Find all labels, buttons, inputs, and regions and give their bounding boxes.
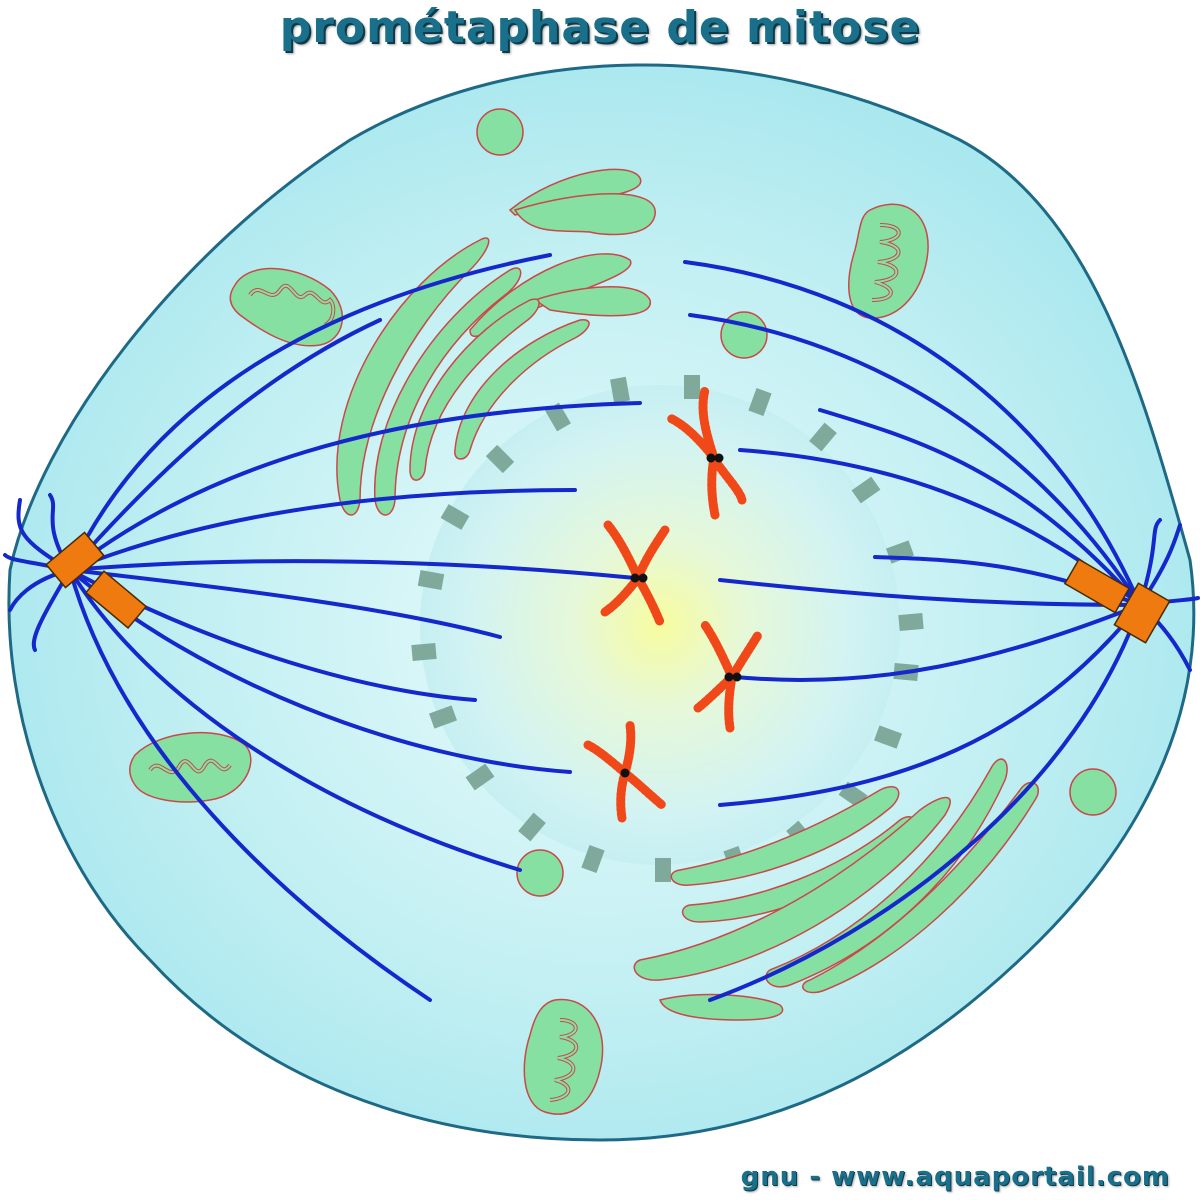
mitochondrion-top-right (848, 203, 929, 319)
mitochondrion-bottom (523, 998, 604, 1115)
centriole-left-a (45, 531, 105, 589)
centriole-right-b (1113, 582, 1171, 644)
credit-text: gnu - www.aquaportail.com (740, 1162, 1170, 1192)
spindle-fibers (3, 253, 1200, 1002)
centrosome-right (1063, 558, 1171, 644)
mitochondrion-top-left (229, 267, 344, 347)
vesicle-top (476, 108, 524, 156)
centrosome-left (45, 531, 148, 630)
vesicle-bottom (516, 849, 564, 897)
centriole-left-b (84, 570, 148, 630)
vesicle-right (1069, 768, 1117, 816)
golgi-apparatus-top (336, 168, 656, 516)
kinetochores (620, 453, 742, 778)
centriole-right-a (1063, 558, 1131, 614)
vesicle-mid-top (720, 311, 768, 359)
page-title: prométaphase de mitose (279, 2, 921, 53)
chromosomes (583, 385, 763, 823)
vesicles (476, 108, 1117, 897)
